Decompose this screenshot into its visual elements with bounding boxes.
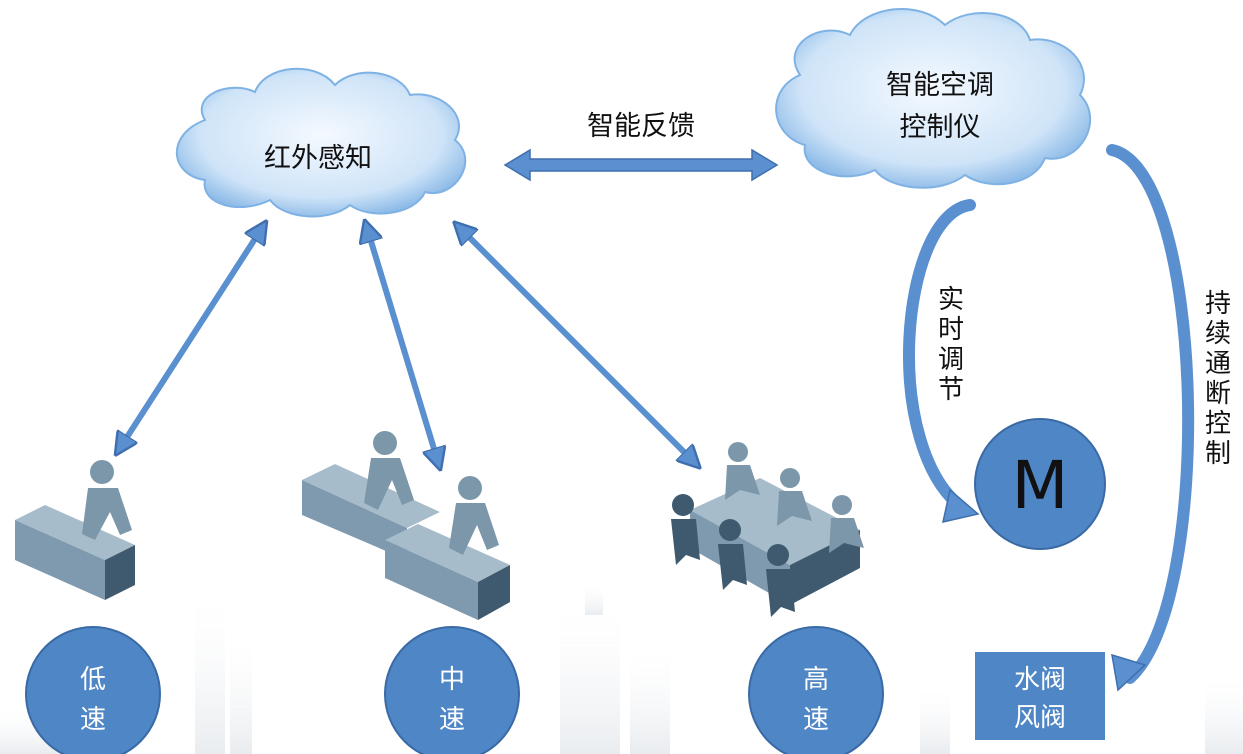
low-speed-meeting-illustration	[15, 460, 135, 600]
valve-box: 水阀 风阀	[975, 652, 1105, 740]
realtime-adjust-arrow	[903, 199, 980, 523]
motor-label: M	[1012, 447, 1069, 524]
person-icon	[82, 460, 132, 540]
feedback-arrow: 智能反馈	[503, 111, 779, 182]
continuous-char-3: 断	[1205, 379, 1231, 409]
realtime-char-1: 时	[938, 315, 964, 345]
person-icon	[718, 519, 747, 590]
ac-controller-label-line2: 控制仪	[900, 112, 981, 143]
person-icon	[766, 544, 795, 617]
speed-high-node: 高 速	[748, 626, 884, 754]
person-icon	[777, 468, 812, 526]
person-icon	[671, 494, 700, 565]
sensing-arrow-mid	[367, 228, 438, 462]
person-icon	[725, 442, 760, 500]
high-speed-meeting-illustration	[671, 442, 864, 617]
person-icon	[449, 476, 499, 555]
continuous-control-label: 持 续 通 断 控 制	[1205, 289, 1231, 469]
speed-low-char-1: 速	[80, 705, 106, 735]
sensing-arrows	[120, 228, 694, 462]
speed-low-char-0: 低	[80, 665, 106, 695]
continuous-char-0: 持	[1205, 289, 1231, 319]
mid-speed-meeting-illustration	[302, 431, 510, 620]
ac-controller-cloud: 智能空调 控制仪	[775, 8, 1091, 189]
valve-label-line1: 水阀	[1014, 665, 1066, 695]
feedback-label: 智能反馈	[587, 111, 695, 142]
sensing-arrow-low	[120, 228, 262, 448]
speed-high-char-1: 速	[803, 705, 829, 735]
ac-controller-label-line1: 智能空调	[886, 70, 994, 101]
speed-low-node: 低 速	[25, 626, 161, 754]
person-icon	[364, 431, 414, 510]
continuous-char-5: 制	[1205, 439, 1231, 469]
infrared-sensing-label: 红外感知	[264, 143, 372, 174]
motor-node: M	[974, 418, 1106, 550]
speed-mid-node: 中 速	[384, 626, 520, 754]
valve-label-line2: 风阀	[1014, 703, 1066, 733]
realtime-char-3: 节	[938, 375, 964, 405]
speed-high-char-0: 高	[803, 665, 829, 695]
continuous-control-arrow	[1106, 144, 1195, 692]
speed-mid-char-1: 速	[439, 705, 465, 735]
person-icon	[829, 495, 864, 553]
realtime-char-0: 实	[938, 285, 964, 315]
realtime-char-2: 调	[938, 345, 964, 375]
continuous-char-1: 续	[1205, 319, 1231, 349]
realtime-adjust-label: 实 时 调 节	[938, 285, 964, 405]
speed-mid-char-0: 中	[439, 665, 465, 695]
continuous-char-4: 控	[1205, 409, 1231, 439]
infrared-sensing-cloud: 红外感知	[175, 67, 467, 218]
continuous-char-2: 通	[1205, 349, 1231, 379]
city-skyline-background	[0, 585, 1243, 754]
sensing-arrow-high	[460, 228, 694, 462]
